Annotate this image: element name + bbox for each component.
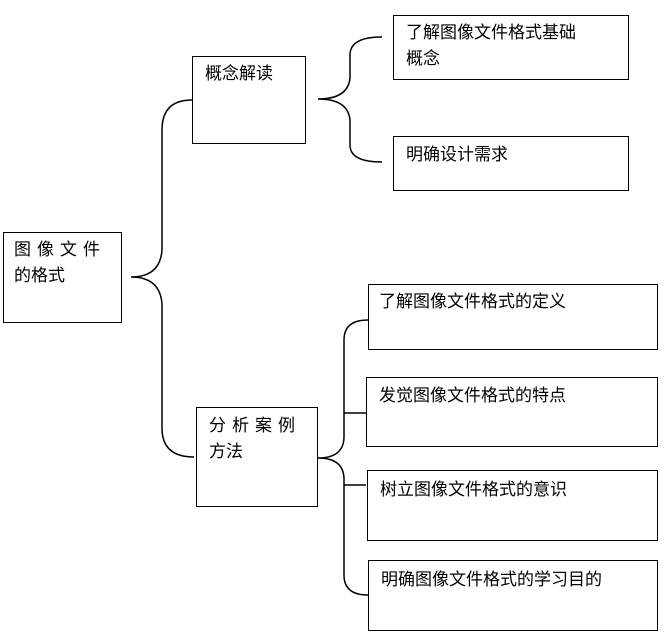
branch-node-case-analysis: 分析案例 方法	[196, 407, 318, 507]
leaf-node-design-needs: 明确设计需求	[393, 136, 629, 191]
leaf-node-awareness: 树立图像文件格式的意识	[367, 470, 658, 541]
root-label-line2: 的格式	[14, 266, 65, 286]
leaf-basic-concepts-line2: 概念	[406, 49, 440, 69]
leaf-definition-label: 了解图像文件格式的定义	[379, 292, 566, 312]
branch1-brace	[317, 36, 383, 163]
branch2-brace	[317, 319, 369, 596]
leaf-node-features: 发觉图像文件格式的特点	[366, 377, 658, 447]
leaf-node-basic-concepts: 了解图像文件格式基础 概念	[393, 15, 629, 80]
root-node: 图像文件 的格式	[3, 232, 122, 323]
leaf-node-learning-goal: 明确图像文件格式的学习目的	[368, 560, 658, 631]
root-label-line1: 图像文件	[14, 240, 106, 260]
leaf-basic-concepts-line1: 了解图像文件格式基础	[406, 23, 576, 43]
branch-case-label-line2: 方法	[209, 442, 243, 462]
leaf-features-label: 发觉图像文件格式的特点	[379, 386, 566, 406]
leaf-node-definition: 了解图像文件格式的定义	[368, 284, 658, 350]
branch-concept-label: 概念解读	[205, 64, 273, 84]
leaf-design-needs-label: 明确设计需求	[406, 145, 508, 165]
leaf-awareness-label: 树立图像文件格式的意识	[380, 480, 567, 500]
branch-node-concept: 概念解读	[192, 56, 306, 144]
root-brace	[130, 99, 195, 458]
branch-case-label-line1: 分析案例	[209, 416, 301, 436]
leaf-learning-goal-label: 明确图像文件格式的学习目的	[381, 570, 602, 590]
